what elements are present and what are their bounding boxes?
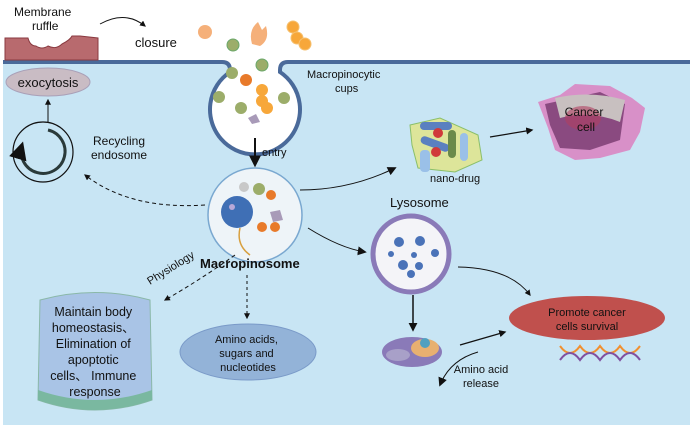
macropinosome-icon <box>207 167 303 263</box>
particle <box>256 84 268 96</box>
particle <box>235 102 247 114</box>
arrow <box>489 127 534 138</box>
particle <box>298 37 312 51</box>
particle <box>240 74 252 86</box>
particle <box>261 102 273 114</box>
arrow <box>459 330 507 346</box>
arrow <box>457 266 531 296</box>
recycling-endosome-icon <box>9 121 74 183</box>
lysosome-label: Lysosome <box>390 195 449 210</box>
membrane-ruffle <box>4 35 99 61</box>
closure-arrow <box>99 17 146 27</box>
physiology-box-text: Maintain body homeostasis、 Elimination o… <box>50 305 140 399</box>
recycling-arrow <box>84 174 206 207</box>
particle <box>213 91 225 103</box>
cytoplasm <box>3 62 690 425</box>
particle <box>248 114 260 124</box>
particle <box>226 67 238 79</box>
exocytosis-ellipse <box>5 67 91 97</box>
arrow <box>299 167 397 191</box>
particle <box>278 92 290 104</box>
arrow <box>438 351 479 387</box>
exocytosis-label: exocytosis <box>18 75 79 90</box>
particle <box>286 20 300 34</box>
nano-drug-icon <box>409 117 483 173</box>
dna-icon <box>559 344 641 362</box>
entry-label: entry <box>262 147 287 159</box>
promote-survival-ellipse <box>509 296 665 340</box>
physiology-arrow <box>163 254 236 301</box>
particle <box>255 58 269 72</box>
cancer-cell-icon <box>538 84 645 160</box>
nano-drug-label: nano-drug <box>430 173 480 185</box>
organelle-icon <box>382 337 442 367</box>
macropinosome-label: Macropinosome <box>200 256 300 271</box>
lysosome-icon <box>370 213 452 295</box>
particle <box>198 25 212 39</box>
closure-label: closure <box>135 35 177 50</box>
nutrients-label: Amino acids, sugars and nucleotides <box>215 334 281 374</box>
particle <box>250 22 268 46</box>
arrow <box>307 227 367 256</box>
particle <box>226 38 240 52</box>
nutrients-ellipse <box>179 323 317 381</box>
physiology-box-base <box>38 390 152 410</box>
